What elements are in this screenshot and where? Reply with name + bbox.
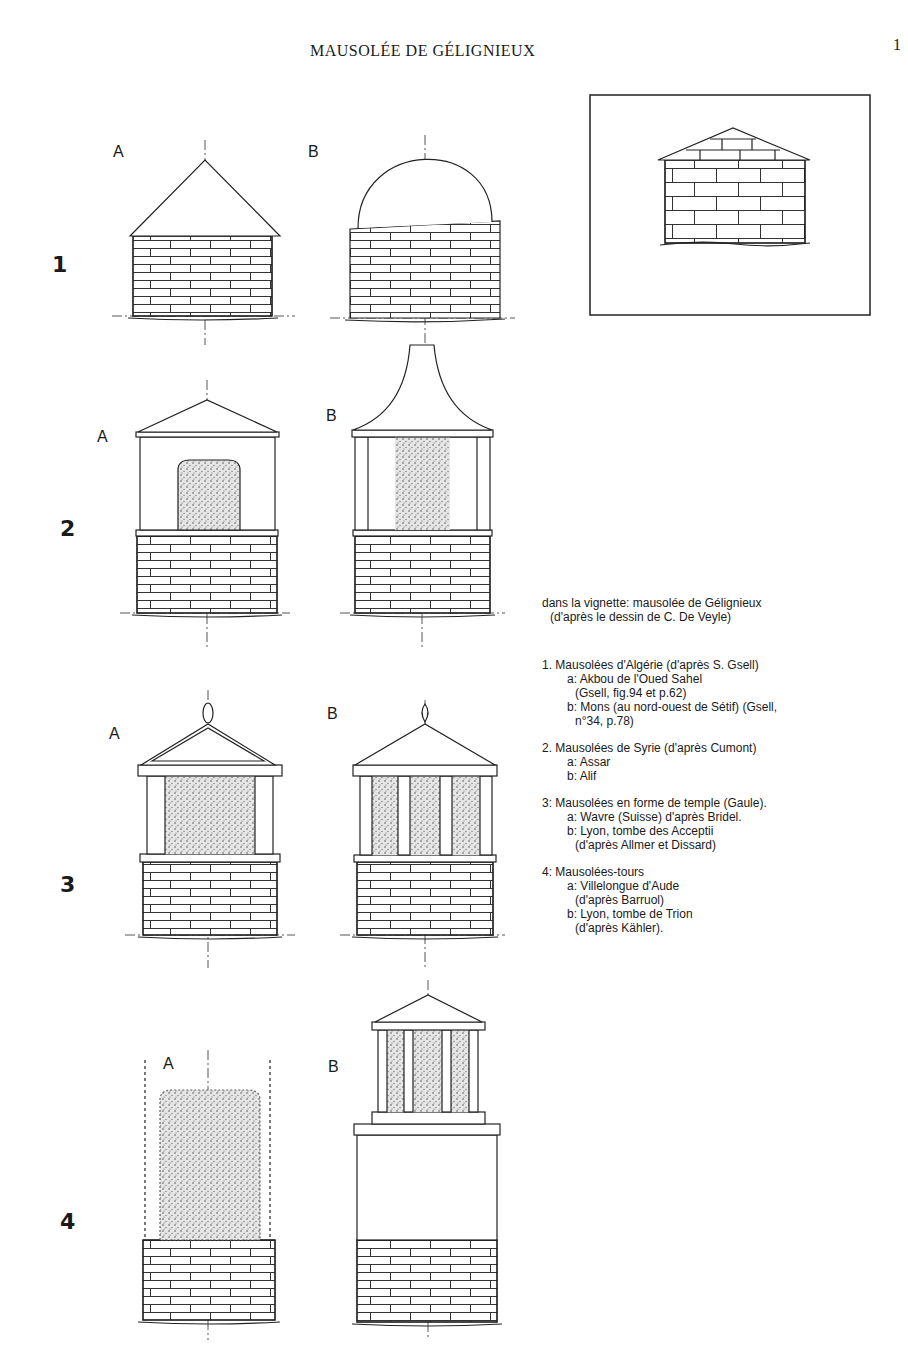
page-title: MAUSOLÉE DE GÉLIGNIEUX <box>310 42 535 60</box>
row-number: 1 <box>52 252 67 277</box>
figure-letter: B <box>328 1058 339 1076</box>
row-number: 2 <box>60 516 75 541</box>
caption-note: a: Villelongue d'Aude (d'après Barruol) <box>567 879 717 907</box>
caption-note: a: Akbou de l'Oued Sahel (Gsell, fig.94 … <box>567 672 737 700</box>
page-number: 1 <box>893 36 901 54</box>
caption-note: b: Lyon, tombe de Trion (d'après Kähler)… <box>567 907 727 935</box>
caption-note: b: Lyon, tombe des Acceptii (d'après All… <box>567 824 747 852</box>
figure-letter: B <box>326 407 337 425</box>
figure-letter: A <box>97 428 108 446</box>
row-number: 4 <box>60 1209 75 1234</box>
caption-note: a: Assar <box>567 755 875 769</box>
figure-letter: B <box>308 143 319 161</box>
row-number: 3 <box>60 872 75 897</box>
caption-note: 1. Mausolées d'Algérie (d'après S. Gsell… <box>542 658 880 672</box>
caption-note: 3: Mausolées en forme de temple (Gaule). <box>542 796 880 810</box>
caption-note: b: Mons (au nord-ouest de Sétif) (Gsell,… <box>567 700 780 728</box>
caption-note: 4: Mausolées-tours <box>542 865 880 879</box>
figure-letter: A <box>113 143 124 161</box>
caption-note: b: Alif <box>567 769 875 783</box>
figure-letter: A <box>163 1055 174 1073</box>
caption-note: 2. Mausolées de Syrie (d'après Cumont) <box>542 741 880 755</box>
caption-note: dans la vignette: mausolée de Gélignieux… <box>542 596 800 624</box>
figure-letter: B <box>327 705 338 723</box>
figure-letter: A <box>109 725 120 743</box>
caption-note: a: Wavre (Suisse) d'après Bridel. <box>567 810 875 824</box>
